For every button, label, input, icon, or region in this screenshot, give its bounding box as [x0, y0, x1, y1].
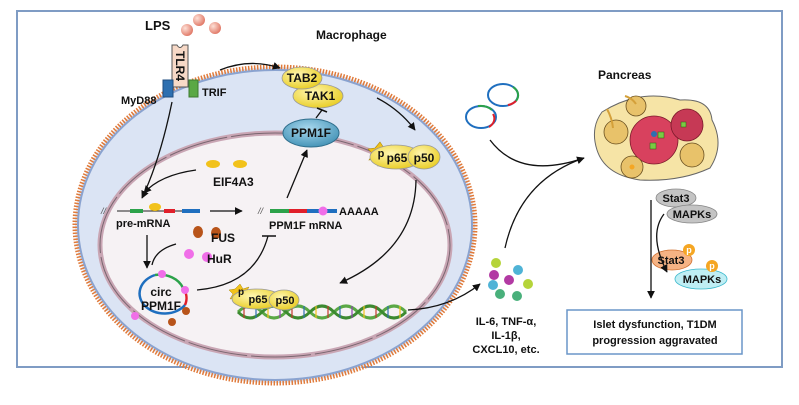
lps-label: LPS	[145, 18, 171, 33]
cytokines-line3: CXCL10, etc.	[472, 344, 539, 356]
arrow-activation	[656, 213, 668, 273]
ppm1f-mrna-strand: // AAAAA	[257, 206, 379, 218]
circ-label-line1: circ	[150, 285, 172, 299]
figure-frame-border	[16, 10, 783, 368]
cytokine-particles	[488, 258, 533, 301]
lps-particles	[181, 14, 221, 36]
trif-label: TRIF	[202, 87, 227, 99]
fus-proteins	[193, 226, 221, 239]
pre-mrna-break: //	[100, 206, 108, 216]
ppm1f-label: PPM1F	[291, 126, 331, 140]
tlr4-label: TLR4	[173, 51, 187, 81]
nuclear-p50-label: p50	[276, 295, 295, 307]
myd88-adaptor	[162, 79, 174, 98]
trif-adaptor	[188, 79, 199, 98]
cytokines-line1: IL-6, TNF-α,	[476, 316, 537, 328]
cytokines-line2: IL-1β,	[491, 330, 520, 342]
cytoplasmic-nfkb: p p65 p50	[367, 141, 441, 170]
circppm1f-ring: circ PPM1F	[131, 270, 190, 326]
inactive-signaling: Stat3 MAPKs	[655, 188, 718, 224]
hur-label: HuR	[207, 252, 232, 266]
ppm1f-mrna-label: PPM1F mRNA	[269, 220, 342, 232]
mapks-active-label: MAPKs	[683, 274, 722, 286]
arrow-circ-to-pancreas	[489, 139, 585, 167]
eif4a3-label: EIF4A3	[213, 175, 254, 189]
arrow-trif-to-tab2	[219, 62, 281, 71]
nuclear-phospho-label: p	[238, 287, 244, 298]
mrna-break: //	[257, 206, 265, 216]
arrow-rbp-to-circ	[151, 243, 177, 266]
p50-label: p50	[414, 151, 435, 165]
stat3-phospho: p	[686, 245, 692, 255]
inhibit-ppm1f-to-tak1	[315, 109, 323, 119]
polya-tail: AAAAA	[339, 206, 379, 218]
arrow-nfkb-to-nucleus	[339, 179, 417, 284]
tlr4-receptor: TLR4	[171, 44, 189, 88]
myd88-label: MyD88	[121, 95, 156, 107]
active-signaling: Stat3 MAPKs p p	[651, 244, 728, 290]
hur-proteins	[184, 249, 212, 262]
stat3-inactive-label: Stat3	[663, 193, 690, 205]
arrow-tak1-to-nfkb	[376, 97, 416, 131]
mapks-phospho: p	[709, 261, 715, 271]
nuclear-p65-label: p65	[249, 294, 268, 306]
outcome-line1: Islet dysfunction, T1DM	[593, 319, 716, 331]
exported-circrnas	[465, 83, 520, 129]
outcome-line2: progression aggravated	[592, 335, 717, 347]
pre-mrna-strand: //	[100, 203, 200, 216]
circ-label-line2: PPM1F	[141, 299, 181, 313]
arrow-mrna-to-ppm1f	[286, 149, 308, 199]
pancreas-title: Pancreas	[598, 68, 652, 82]
mapks-inactive-label: MAPKs	[673, 209, 712, 221]
tab2-tak1-complex: TAB2 TAK1	[281, 66, 344, 109]
pre-mrna-label: pre-mRNA	[116, 218, 170, 230]
p65-label: p65	[387, 151, 408, 165]
pancreas-islet	[593, 95, 719, 181]
tak1-label: TAK1	[305, 89, 336, 103]
outcome-box	[566, 309, 743, 355]
macrophage-title: Macrophage	[316, 28, 387, 42]
tab2-label: TAB2	[287, 71, 318, 85]
ppm1f-protein: PPM1F	[282, 118, 340, 148]
inhibit-circ-to-mrna	[196, 235, 269, 291]
inhibit-bar	[316, 107, 328, 113]
nfkb-phospho-label: p	[378, 148, 385, 160]
arrow-eif4a3-to-premrna	[143, 169, 197, 194]
arrow-dna-to-cytokines	[407, 283, 481, 311]
fus-label: FUS	[211, 231, 235, 245]
eif4a3-proteins	[206, 160, 247, 168]
nuclear-nfkb: p p65 p50	[228, 283, 300, 311]
figure-frame	[17, 11, 782, 91]
arrow-cytokines-to-pancreas	[504, 157, 585, 249]
